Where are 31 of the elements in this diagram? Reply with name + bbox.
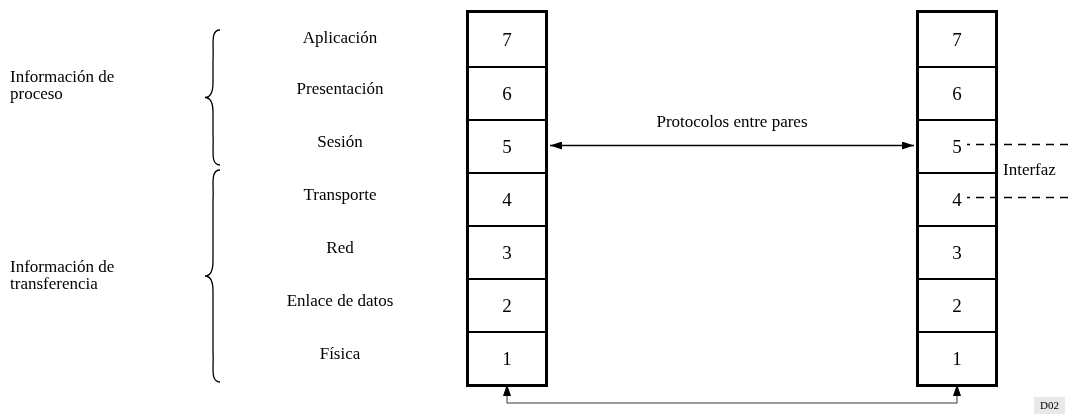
layer-number: 6 — [502, 84, 512, 103]
layer-number: 1 — [502, 349, 512, 368]
layer-name: Sesión — [316, 133, 364, 150]
layer-number: 4 — [502, 190, 512, 209]
layer-name: Aplicación — [301, 29, 379, 46]
leader-line — [966, 143, 1069, 146]
layer-stack — [916, 10, 998, 387]
layer-number: 1 — [952, 349, 962, 368]
layer-number: 5 — [952, 137, 962, 156]
leader-line — [966, 196, 1069, 199]
layer-number: 6 — [952, 84, 962, 103]
layer-name: Red — [325, 239, 355, 256]
layer-number: 3 — [502, 243, 512, 262]
layer-number: 2 — [502, 296, 512, 315]
group-label: Información de transferencia — [10, 258, 116, 292]
layer-name: Presentación — [295, 80, 385, 97]
layer-number: 2 — [952, 296, 962, 315]
group-label: Información de proceso — [10, 68, 116, 102]
layer-name: Enlace de datos — [285, 292, 395, 309]
layer-stack — [466, 10, 548, 387]
figure-code: D02 — [1034, 397, 1065, 414]
layer-number: 4 — [952, 190, 962, 209]
layer-name: Física — [318, 345, 362, 362]
layer-number: 5 — [502, 137, 512, 156]
arrow — [549, 141, 915, 150]
layer-number: 7 — [502, 30, 512, 49]
layer-name: Transporte — [302, 186, 378, 203]
layer-number: 3 — [952, 243, 962, 262]
edge-label: Protocolos entre pares — [655, 112, 809, 130]
interface-label: Interfaz — [1003, 161, 1056, 178]
layer-number: 7 — [952, 30, 962, 49]
